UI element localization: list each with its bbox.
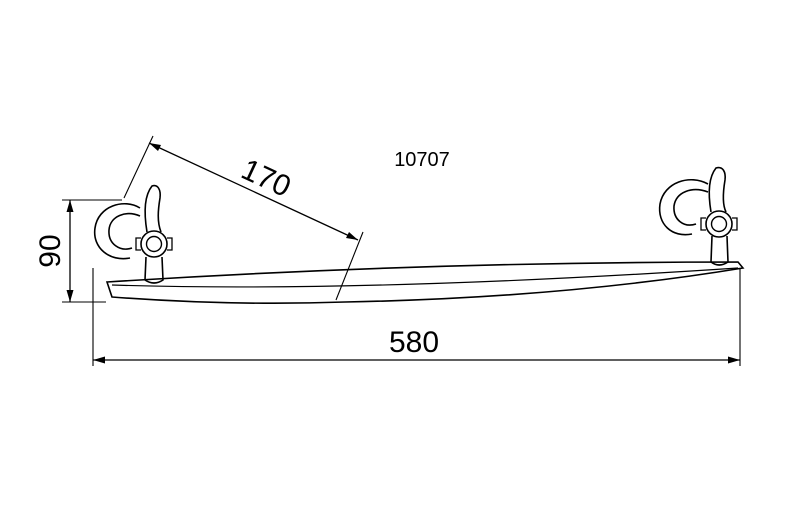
right-knob-side (700, 217, 738, 231)
depth-dimension-line (148, 142, 359, 241)
model-code: 10707 (394, 149, 450, 171)
depth-arrow-end (346, 232, 358, 240)
width-value: 580 (389, 326, 439, 359)
left-post (144, 256, 164, 284)
right-post (710, 235, 729, 266)
depth-value: 170 (236, 153, 295, 204)
right-handle-wing (708, 166, 727, 213)
depth-arrow-start (149, 143, 161, 151)
depth-extension-right (335, 231, 364, 301)
right-mount-hook (658, 179, 709, 236)
left-knob-side (135, 237, 173, 251)
height-dimension: 90 (34, 199, 122, 303)
left-handle-wing (144, 184, 162, 233)
left-mount-hook (94, 203, 141, 260)
height-value: 90 (34, 234, 67, 267)
width-arrow-left (93, 356, 105, 364)
shelf-front-edge (111, 267, 739, 288)
shelf-glass (105, 261, 745, 305)
height-arrow-top (66, 200, 74, 212)
right-knob-inner (710, 215, 728, 233)
height-arrow-bottom (66, 290, 74, 302)
depth-extension-left (123, 135, 154, 199)
left-knob-inner (145, 235, 163, 253)
width-dimension: 580 (92, 268, 741, 366)
left-knob-outer (140, 230, 168, 258)
width-arrow-right (728, 356, 740, 364)
right-knob-outer (705, 210, 733, 238)
left-bracket (94, 184, 173, 284)
shelf-outline (105, 261, 745, 305)
depth-dimension: 170 (123, 135, 364, 301)
right-bracket (658, 166, 738, 266)
